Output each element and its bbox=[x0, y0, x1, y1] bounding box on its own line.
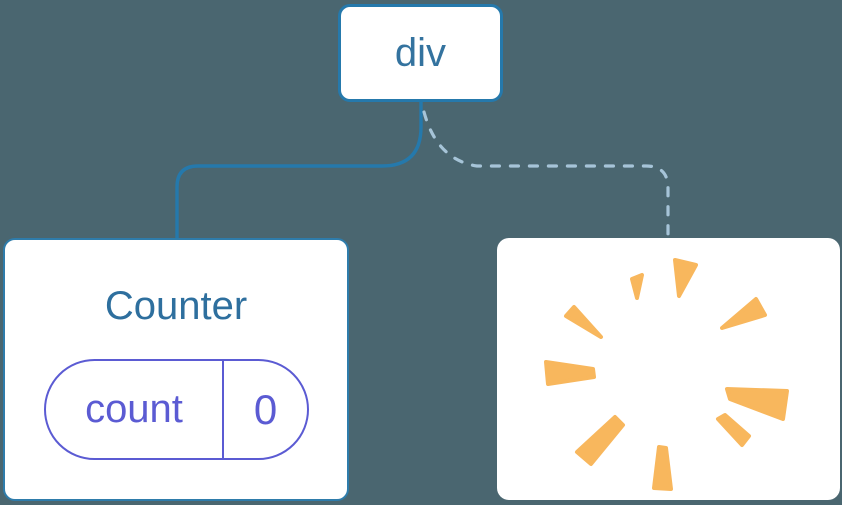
node-div-label: div bbox=[394, 30, 447, 75]
node-div: div bbox=[338, 4, 503, 102]
poof-starburst-icon bbox=[544, 258, 789, 491]
counter-title: Counter bbox=[104, 284, 248, 328]
node-removed bbox=[497, 238, 840, 500]
state-pill: count 0 bbox=[44, 359, 309, 460]
edge-div-to-counter bbox=[175, 101, 423, 239]
node-counter: Counter count 0 bbox=[3, 238, 349, 501]
state-value-label: 0 bbox=[253, 385, 278, 433]
state-key-label: count bbox=[85, 387, 183, 431]
pill-divider bbox=[222, 361, 224, 458]
edge-div-to-removed bbox=[422, 110, 670, 241]
